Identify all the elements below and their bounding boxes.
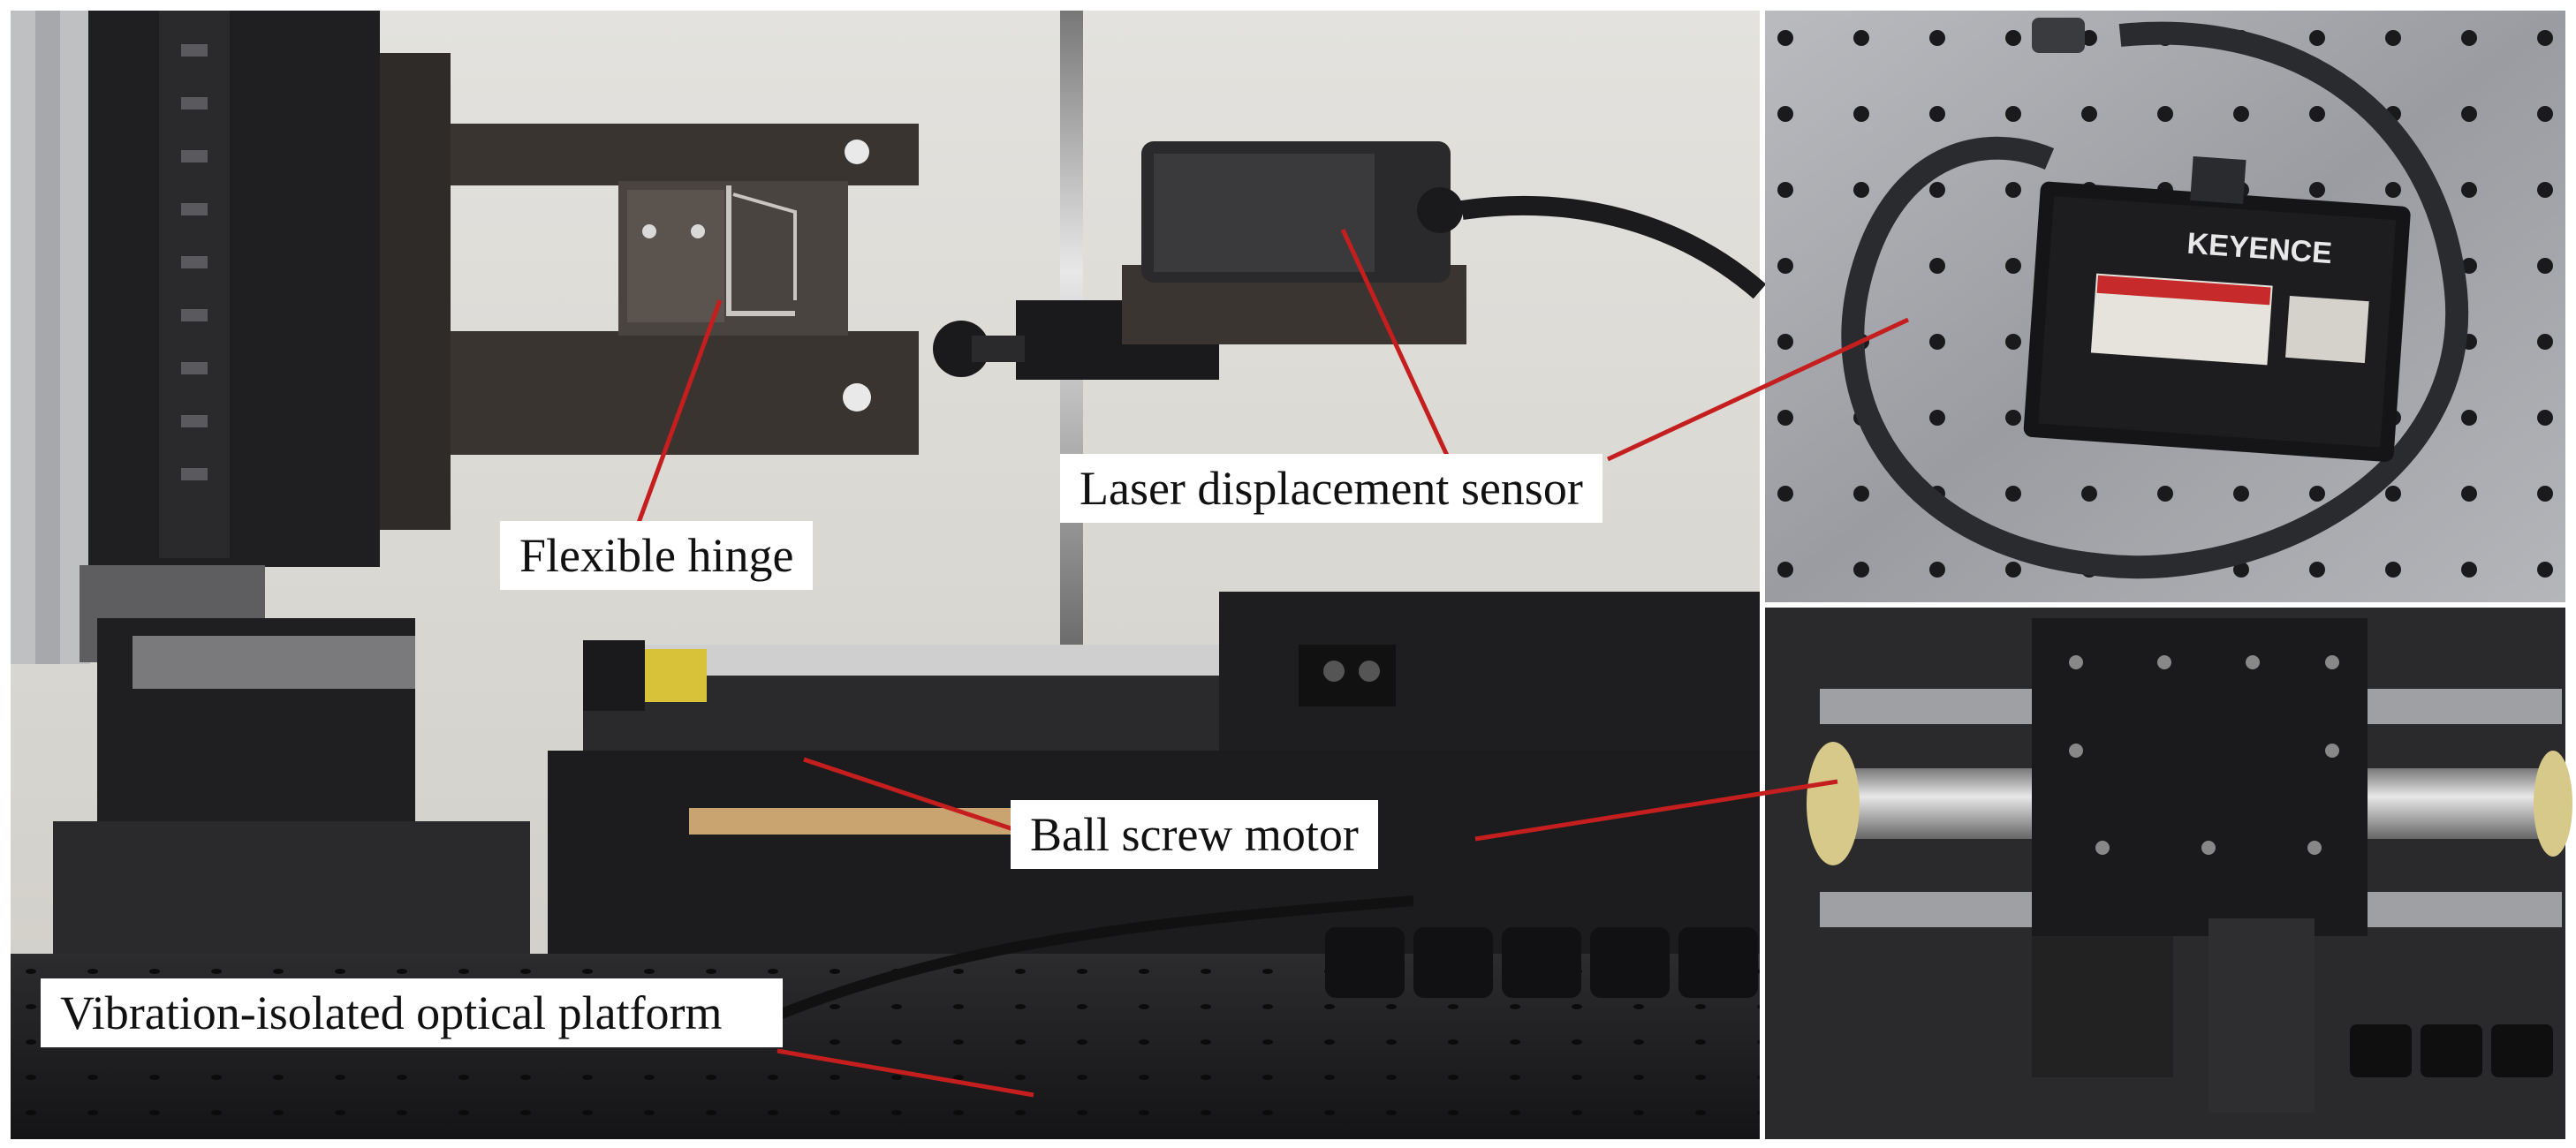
label-ball-screw-motor: Ball screw motor (1011, 800, 1378, 869)
label-flexible-hinge: Flexible hinge (500, 521, 814, 590)
leader-line-hinge (633, 299, 723, 531)
label-vibration-isolated-optical-platform: Vibration-isolated optical platform (41, 978, 783, 1047)
inset-laser-sensor: KEYENCE (1765, 11, 2565, 602)
leader-line-platform (777, 1048, 1034, 1098)
leader-line-motor-main (803, 757, 1017, 833)
leader-line-motor-inset (1474, 779, 1838, 842)
leader-line-laser-main (1340, 228, 1451, 461)
leader-line-laser-inset (1606, 317, 1910, 462)
leader-lines (633, 228, 1910, 1098)
main-photo (11, 11, 1767, 1139)
inset-ball-screw-stage (1765, 608, 2572, 1139)
label-laser-displacement-sensor: Laser displacement sensor (1060, 454, 1602, 523)
